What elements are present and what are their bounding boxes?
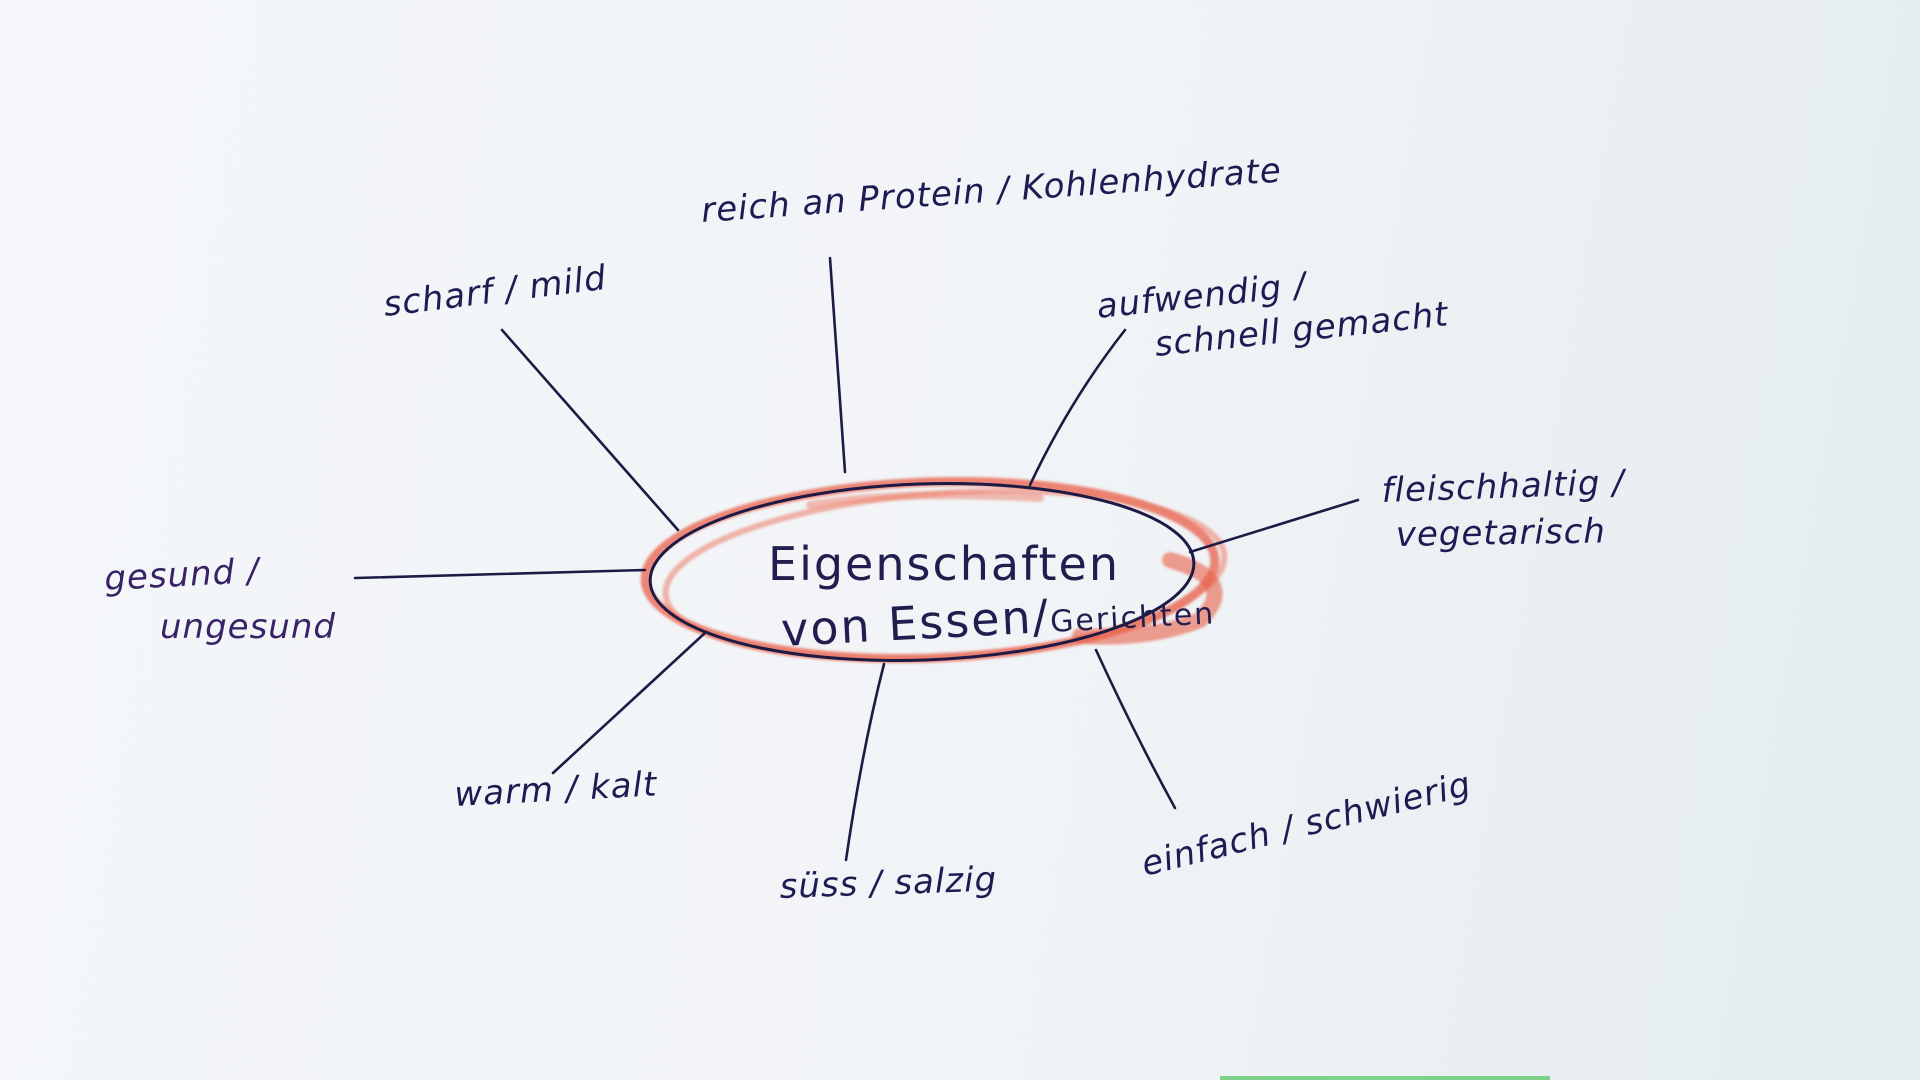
spoke-aufwendig xyxy=(1028,328,1127,487)
spoke-gesund xyxy=(353,568,647,580)
highlight-circle xyxy=(640,476,1228,664)
spoke-protein xyxy=(828,256,847,474)
center-label-line2: von Essen/Gerichten xyxy=(780,580,1216,657)
branch-label-fleisch-2: vegetarisch xyxy=(1395,511,1606,555)
spoke-warm xyxy=(551,630,708,775)
branch-label-warm: warm / kalt xyxy=(453,764,659,815)
spoke-scharf xyxy=(500,328,680,532)
branch-label-gesund-1: gesund / xyxy=(103,551,263,599)
branch-label-suess: süss / salzig xyxy=(779,859,998,907)
spoke-fleisch xyxy=(1188,498,1360,554)
spoke-suess xyxy=(844,662,886,862)
spoke-einfach xyxy=(1094,648,1177,810)
center-label-line1: Eigenschaften xyxy=(768,537,1120,591)
green-edge-strip xyxy=(1220,1076,1550,1080)
branch-label-einfach: einfach / schwierig xyxy=(1138,764,1476,885)
center-ellipse xyxy=(648,482,1196,662)
branch-label-protein: reich an Protein / Kohlenhydrate xyxy=(700,150,1283,230)
branch-label-scharf: scharf / mild xyxy=(381,258,609,325)
branch-label-fleisch-1: fleischhaltig / xyxy=(1381,462,1628,511)
branch-label-gesund-2: ungesund xyxy=(160,607,336,647)
